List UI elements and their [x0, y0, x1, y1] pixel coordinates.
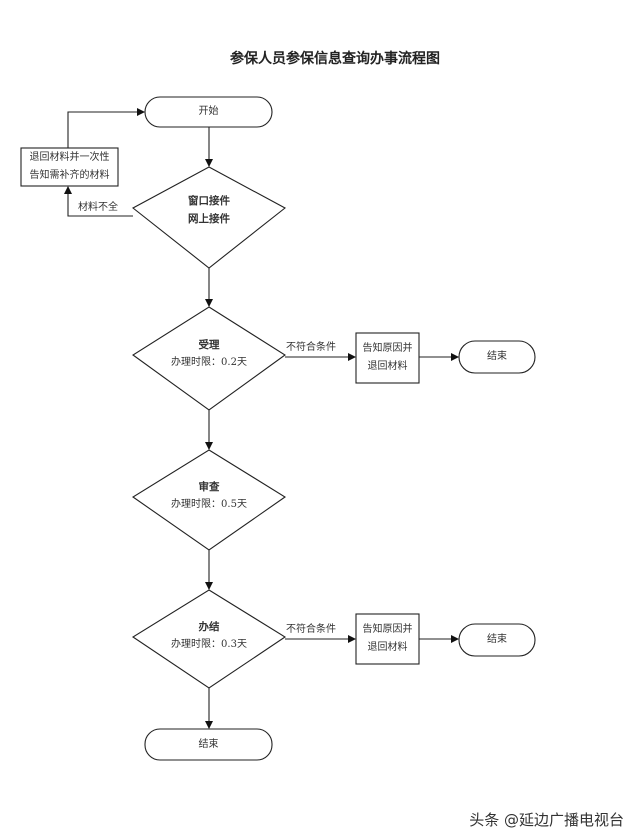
notify-2-line-1: 告知原因并: [362, 624, 413, 635]
notify-1-line-2: 退回材料: [367, 361, 408, 372]
notify-2-label: 告知原因并 退回材料: [356, 621, 419, 657]
intake-line-1: 窗口接件: [188, 195, 230, 207]
end-2-node: [458, 623, 536, 657]
end-3-node: [144, 728, 273, 761]
complete-time: 办理时限：0.3天: [171, 639, 247, 650]
accept-label: 受理 办理时限：0.2天: [139, 336, 279, 372]
reject-box-label: 退回材料并一次性 告知需补齐的材料: [21, 149, 118, 185]
diagram-title: 参保人员参保信息查询办事流程图: [230, 51, 440, 67]
end-1-label: 结束: [487, 351, 507, 362]
edge-label-incomplete: 材料不全: [78, 202, 118, 213]
edge-label-not-meet-1: 不符合条件: [286, 342, 336, 353]
reject-box-line-2: 告知需补齐的材料: [29, 170, 110, 181]
edge-intake-reject: [64, 186, 133, 217]
complete-name: 办结: [198, 621, 220, 633]
notify-1-line-1: 告知原因并: [362, 343, 413, 354]
edge-reject-start: [67, 108, 145, 148]
edge-label-not-meet-2: 不符合条件: [286, 624, 336, 635]
review-label: 审查 办理时限：0.5天: [139, 478, 279, 514]
end-1-node: [458, 340, 536, 374]
notify-1-label: 告知原因并 退回材料: [356, 340, 419, 376]
intake-label: 窗口接件 网上接件: [159, 192, 259, 228]
reject-box-line-1: 退回材料并一次性: [29, 152, 110, 163]
complete-label: 办结 办理时限：0.3天: [139, 618, 279, 654]
intake-line-2: 网上接件: [188, 213, 230, 225]
reject-box-node: [20, 147, 119, 187]
review-name: 审查: [198, 481, 220, 493]
accept-time: 办理时限：0.2天: [171, 357, 247, 368]
review-time: 办理时限：0.5天: [171, 499, 247, 510]
notify-2-line-2: 退回材料: [367, 642, 408, 653]
notify-1-node: [355, 332, 420, 384]
end-3-label: 结束: [198, 739, 219, 750]
watermark: 头条 @延边广播电视台: [469, 811, 624, 829]
accept-name: 受理: [198, 339, 220, 351]
start-label: 开始: [198, 106, 219, 117]
end-2-label: 结束: [487, 634, 507, 645]
